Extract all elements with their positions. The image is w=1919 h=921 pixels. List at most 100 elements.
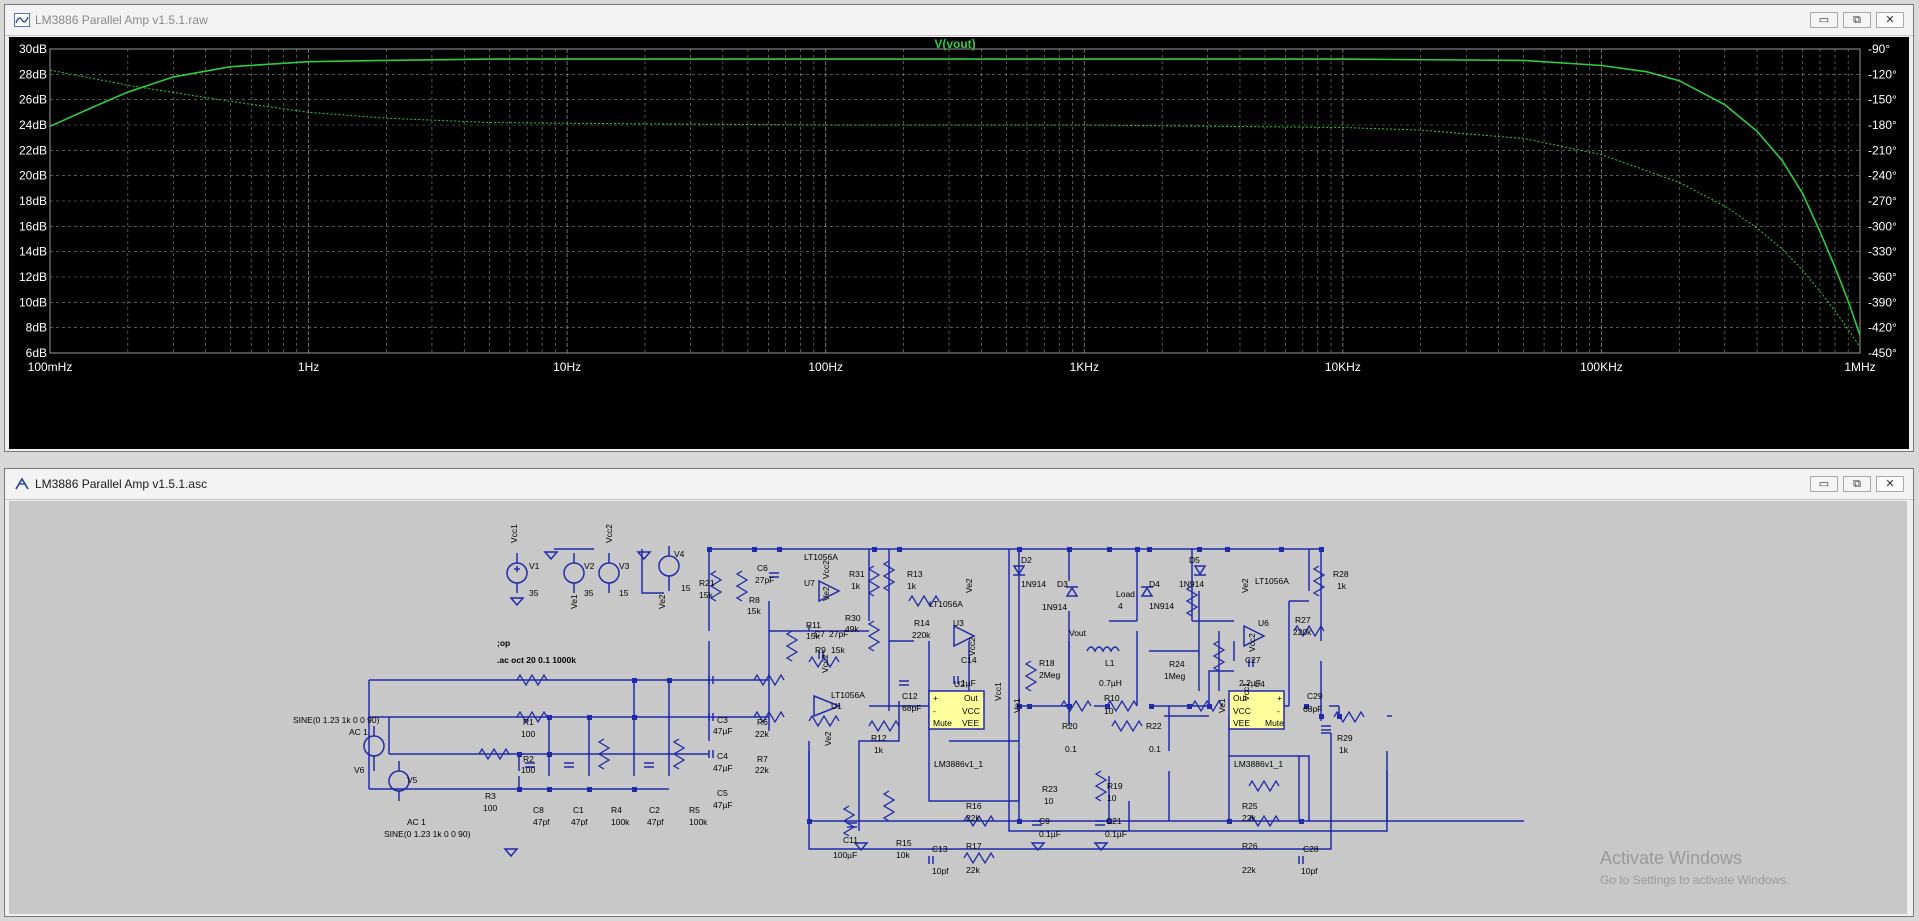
close-button[interactable]: ✕: [1876, 12, 1904, 28]
r5-value: 100k: [689, 817, 708, 827]
resistors: [478, 560, 1365, 865]
plot-window-titlebar[interactable]: LM3886 Parallel Amp v1.5.1.raw ▭ ⧉ ✕: [5, 5, 1913, 36]
load-name: Load: [1116, 589, 1135, 599]
c29-name: C29: [1307, 691, 1323, 701]
r17-name: R17: [966, 841, 982, 851]
r20-name: R20: [1062, 721, 1078, 731]
plot-window[interactable]: LM3886 Parallel Amp v1.5.1.raw ▭ ⧉ ✕ 100…: [4, 4, 1914, 452]
minimize-button[interactable]: ▭: [1810, 12, 1838, 28]
net-vcc2-u7: Vcc2: [821, 560, 831, 579]
l1-name: L1: [1105, 658, 1115, 668]
v1-name: V1: [529, 561, 540, 571]
y-left-tick-label: 10dB: [19, 295, 47, 309]
c5-name: C5: [717, 788, 728, 798]
net-vcc2-u1: Vcc2: [820, 654, 830, 673]
restore-button[interactable]: ⧉: [1843, 476, 1871, 492]
r25-value: 22k: [1242, 813, 1256, 823]
r26-name: R26: [1242, 841, 1258, 851]
capacitors: [525, 572, 1331, 864]
c13-value: 10pf: [932, 866, 949, 876]
r11-name: R11: [806, 620, 821, 630]
net-ve2-u3: Ve2: [964, 578, 974, 593]
opamp-symbols: [813, 579, 1266, 718]
c28-name: C28: [1303, 844, 1319, 854]
net-vcc2-u6: Vcc2: [1247, 633, 1257, 652]
r10-name: R10: [1104, 693, 1120, 703]
x-tick-label: 10Hz: [553, 360, 581, 374]
c11-value: 100µF: [833, 850, 857, 860]
c11-name: C11: [843, 835, 858, 845]
c9-value: 0.1µF: [1039, 829, 1061, 839]
y-left-tick-label: 8dB: [26, 321, 47, 335]
r1-value: 100: [521, 729, 535, 739]
r27-value: 220k: [1293, 627, 1312, 637]
r27-name: R27: [1295, 615, 1311, 625]
r22-name: R22: [1146, 721, 1162, 731]
c1-value: 47pf: [571, 817, 588, 827]
activation-watermark-title: Activate Windows: [1600, 848, 1743, 868]
r3-name: R3: [485, 791, 496, 801]
r14-value: 220k: [912, 630, 931, 640]
r31-name: R31: [849, 569, 865, 579]
r30-name: R30: [845, 613, 861, 623]
r15-value: 10k: [896, 850, 910, 860]
c5-value: 47µF: [713, 800, 733, 810]
l1-value: 0.7µH: [1099, 678, 1122, 688]
u2-pin-vee: VEE: [962, 718, 979, 728]
y-right-tick-label: -150°: [1868, 93, 1897, 107]
c2-value: 47pf: [647, 817, 664, 827]
c3-name: C3: [717, 715, 728, 725]
c7-name: C7: [814, 629, 825, 639]
c21-value: 0.1µF: [1105, 829, 1127, 839]
c14-value: 1µF: [961, 678, 976, 688]
c8-name: C8: [533, 805, 544, 815]
schematic-window-title: LM3886 Parallel Amp v1.5.1.asc: [35, 477, 208, 491]
minimize-button[interactable]: ▭: [1810, 476, 1838, 492]
y-left-tick-label: 30dB: [19, 42, 47, 56]
d4-model: 1N914: [1149, 601, 1174, 611]
wires: [368, 548, 1524, 850]
restore-button[interactable]: ⧉: [1843, 12, 1871, 28]
x-tick-label: 100KHz: [1580, 360, 1623, 374]
v1-value: 35: [529, 588, 539, 598]
r6-name: R6: [757, 717, 768, 727]
r12-value: 1k: [874, 745, 884, 755]
u1-model: LT1056A: [831, 690, 865, 700]
r29-value: 1k: [1339, 745, 1349, 755]
net-vcc2: Vcc2: [604, 524, 614, 543]
net-vcc1-u2: Vcc1: [993, 682, 1003, 701]
u2-block[interactable]: [928, 690, 985, 730]
u3-model: LT1056A: [929, 599, 963, 609]
r6-value: 22k: [755, 729, 769, 739]
r9-value: 15k: [831, 645, 845, 655]
u2-model: LM3886v1_1: [934, 759, 983, 769]
schematic-window-titlebar[interactable]: LM3886 Parallel Amp v1.5.1.asc ▭ ⧉ ✕: [5, 469, 1913, 500]
r1-name: R1: [523, 717, 534, 727]
r23-name: R23: [1042, 784, 1058, 794]
u4-pin-minus: -: [1277, 706, 1280, 716]
d2-model: 1N914: [1021, 579, 1046, 589]
v3-name: V3: [619, 561, 630, 571]
r21-value: 15k: [699, 590, 713, 600]
u4-block[interactable]: [1228, 690, 1285, 730]
y-left-tick-label: 22dB: [19, 143, 47, 157]
r16-value: 22k: [966, 813, 980, 823]
c13-name: C13: [932, 844, 948, 854]
c28-value: 10pf: [1301, 866, 1318, 876]
u4-pin-vee: VEE: [1233, 718, 1250, 728]
close-button[interactable]: ✕: [1876, 476, 1904, 492]
c2-name: C2: [649, 805, 660, 815]
r28-value: 1k: [1337, 581, 1347, 591]
v5-sine: SINE(0 1.23 1k 0 0 90): [384, 829, 471, 839]
r20-value: 0.1: [1065, 744, 1077, 754]
u2-pin-mute: Mute: [933, 718, 952, 728]
c7-value: 27pF: [829, 629, 848, 639]
phase-trace: [49, 69, 1861, 348]
schematic-window[interactable]: LM3886 Parallel Amp v1.5.1.asc ▭ ⧉ ✕: [4, 468, 1914, 917]
y-right-tick-label: -330°: [1868, 245, 1897, 259]
